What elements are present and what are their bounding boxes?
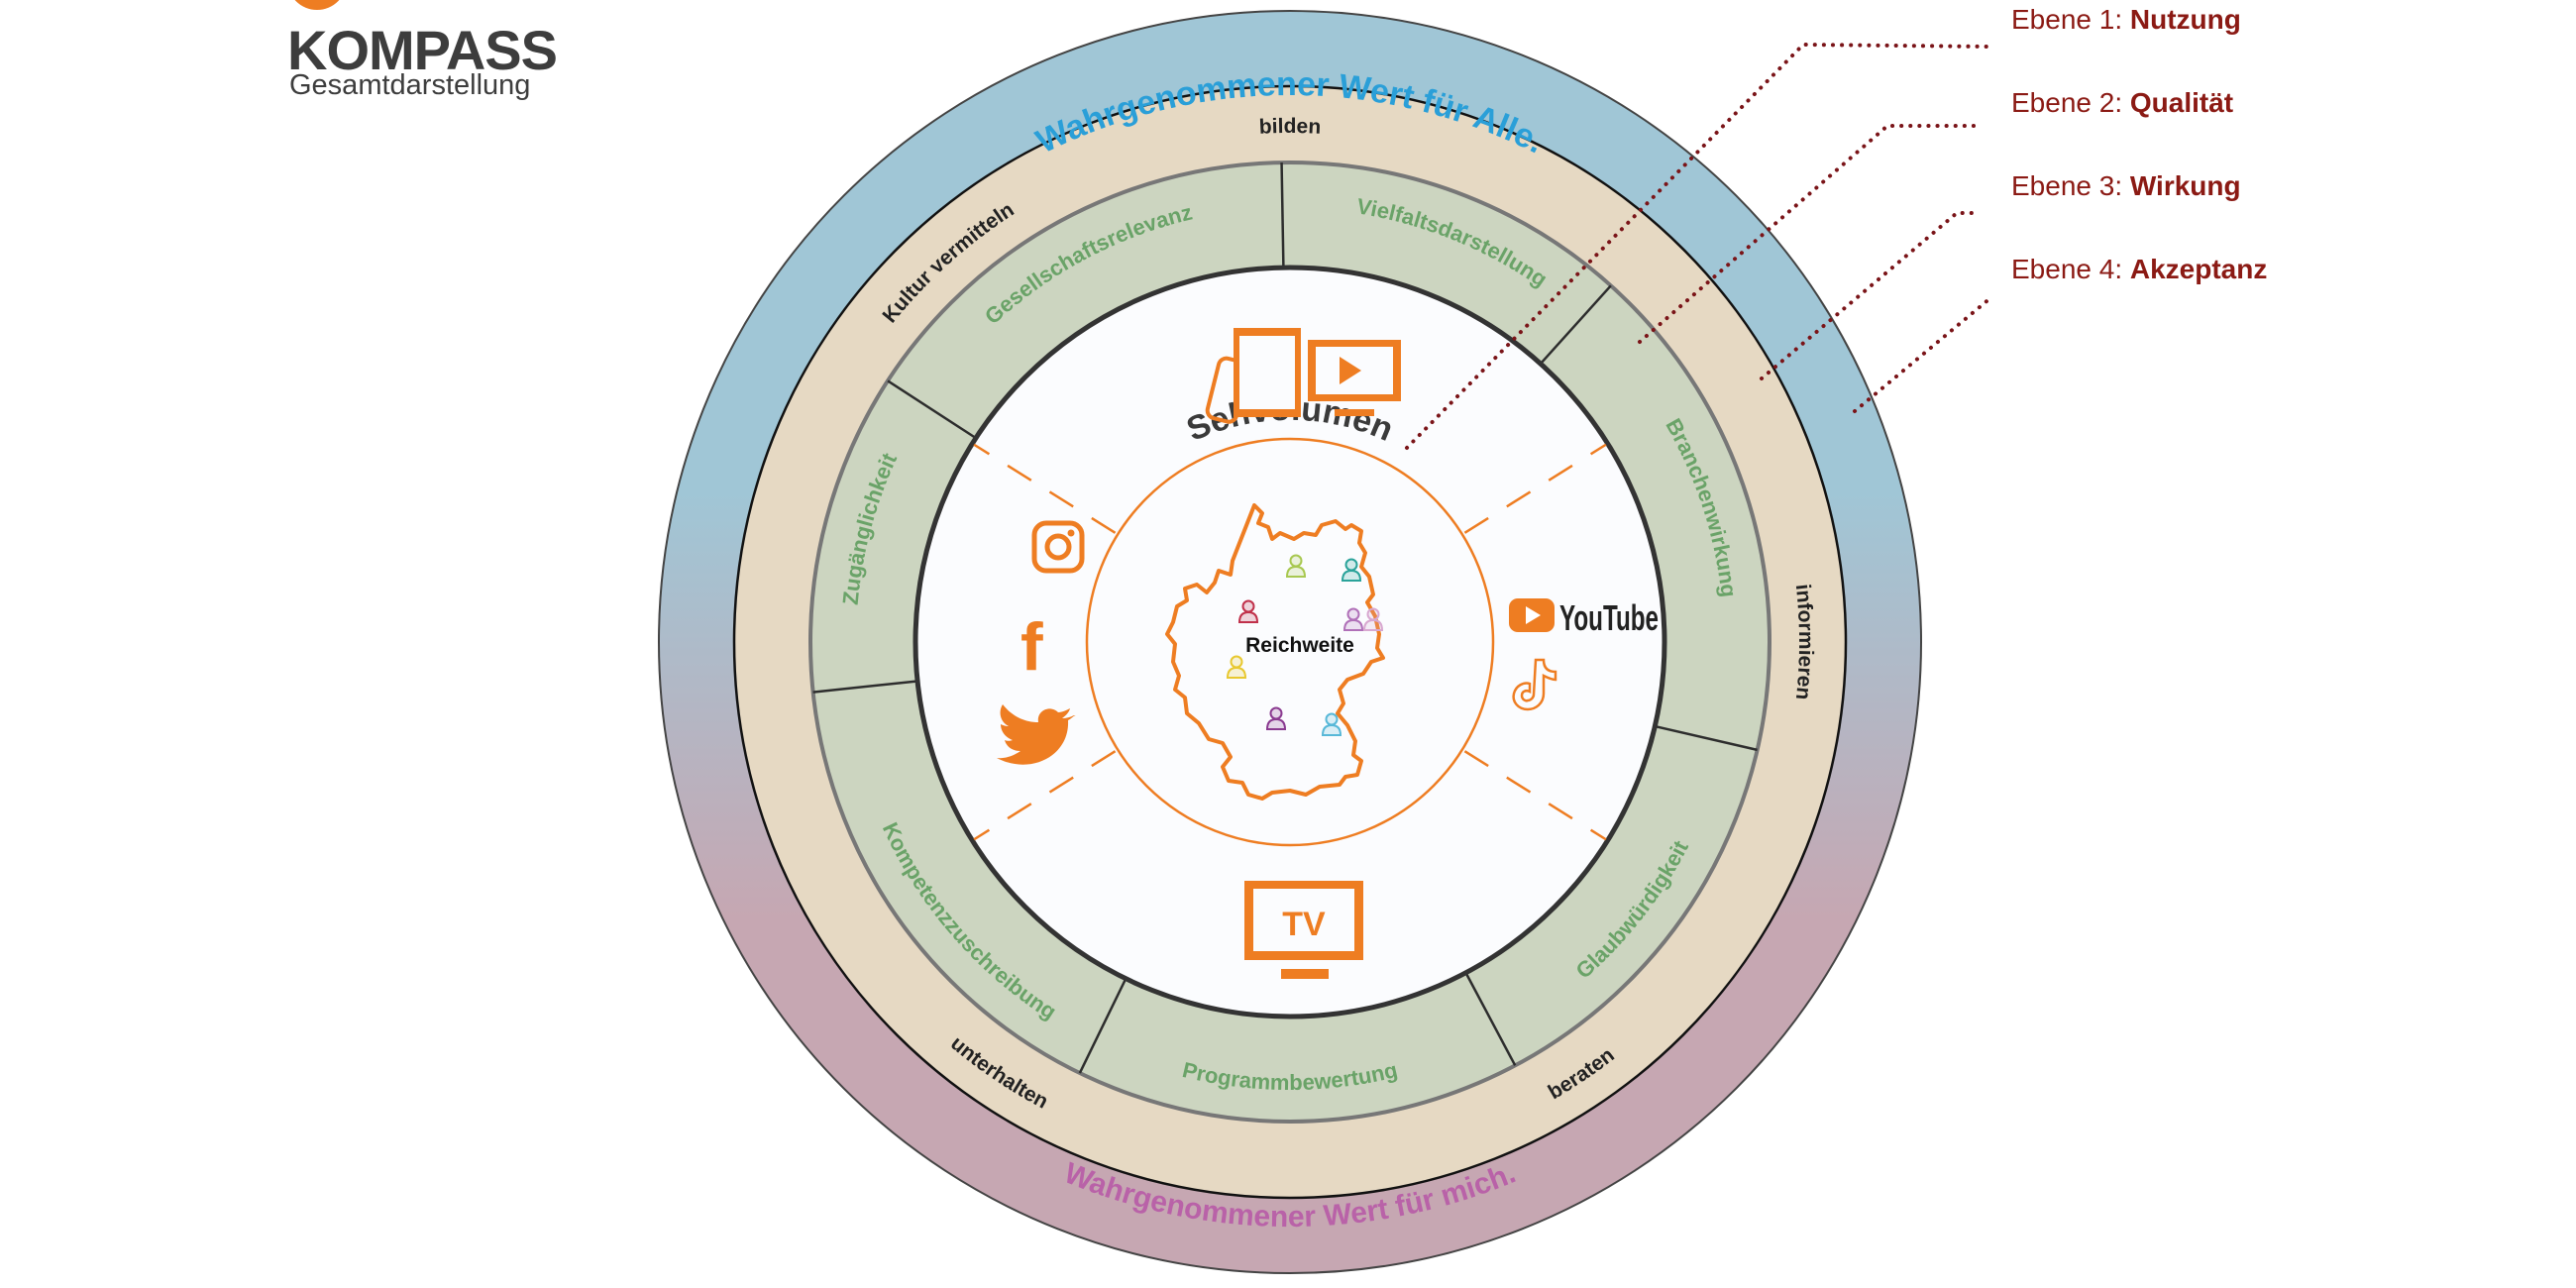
legend-leader-lines <box>1405 42 1993 450</box>
logo-title: KOMPASS <box>287 19 558 81</box>
leader-ebene-4 <box>1853 295 1993 413</box>
legend-name: Nutzung <box>2129 4 2241 35</box>
legend-name: Qualität <box>2129 87 2234 118</box>
person-icon <box>1362 607 1384 631</box>
legend-prefix: Ebene 1: <box>2011 4 2130 35</box>
tv-label: TV <box>1282 906 1326 943</box>
sector-dash <box>973 443 1117 534</box>
segment-divider <box>812 680 918 694</box>
video-monitor-icon <box>1308 340 1401 416</box>
person-icon <box>1226 655 1247 679</box>
quality-segment-dividers <box>812 162 1758 1074</box>
segment-divider <box>1464 972 1517 1066</box>
logo-subtitle: Gesamtdarstellung <box>289 69 531 101</box>
legend-prefix: Ebene 4: <box>2011 254 2130 284</box>
sector-dashes <box>973 443 1607 841</box>
germany-map-icon <box>1165 503 1385 801</box>
sector-dash <box>1463 443 1607 534</box>
facebook-icon: f <box>1020 609 1043 685</box>
person-icon <box>1321 712 1342 736</box>
person-icon <box>1285 554 1307 578</box>
sector-dash <box>973 750 1117 841</box>
tv-icon: TV <box>1244 881 1363 979</box>
segment-divider <box>887 379 977 440</box>
legend-item-ebene-2: Ebene 2: Qualität <box>2011 87 2233 119</box>
legend-name: Akzeptanz <box>2129 254 2268 284</box>
youtube-icon: YouTube <box>1509 597 1659 638</box>
sehvolumen-circle <box>1085 437 1495 847</box>
twitter-icon <box>997 704 1076 765</box>
legend-prefix: Ebene 3: <box>2011 170 2130 201</box>
function-label: informieren <box>1791 583 1817 700</box>
person-icon <box>1341 558 1362 582</box>
leader-ebene-3 <box>1760 211 1982 380</box>
legend-item-ebene-4: Ebene 4: Akzeptanz <box>2011 254 2267 285</box>
legend-item-ebene-1: Ebene 1: Nutzung <box>2011 4 2241 36</box>
youtube-label: YouTube <box>1559 597 1659 638</box>
person-icon <box>1237 599 1259 623</box>
center-disc <box>912 265 1667 1020</box>
reichweite-label: Reichweite <box>1245 634 1354 657</box>
segment-divider <box>1655 724 1758 752</box>
instagram-icon <box>1031 520 1085 574</box>
legend-name: Wirkung <box>2129 170 2241 201</box>
tiktok-icon <box>1512 658 1557 711</box>
person-icon <box>1265 706 1287 730</box>
tablet-icon <box>1234 328 1301 417</box>
segment-divider <box>1280 162 1285 268</box>
legend-prefix: Ebene 2: <box>2011 87 2130 118</box>
sector-dash <box>1463 750 1607 841</box>
leader-ebene-1 <box>1405 42 1988 450</box>
leader-ebene-2 <box>1638 124 1984 344</box>
person-icon <box>1342 607 1364 631</box>
segment-divider <box>1078 978 1127 1074</box>
audience-persons <box>1226 554 1384 736</box>
legend-item-ebene-3: Ebene 3: Wirkung <box>2011 170 2241 202</box>
logo-dot-icon <box>287 0 347 10</box>
segment-divider <box>1540 284 1612 365</box>
function-label: bilden <box>1258 115 1322 139</box>
